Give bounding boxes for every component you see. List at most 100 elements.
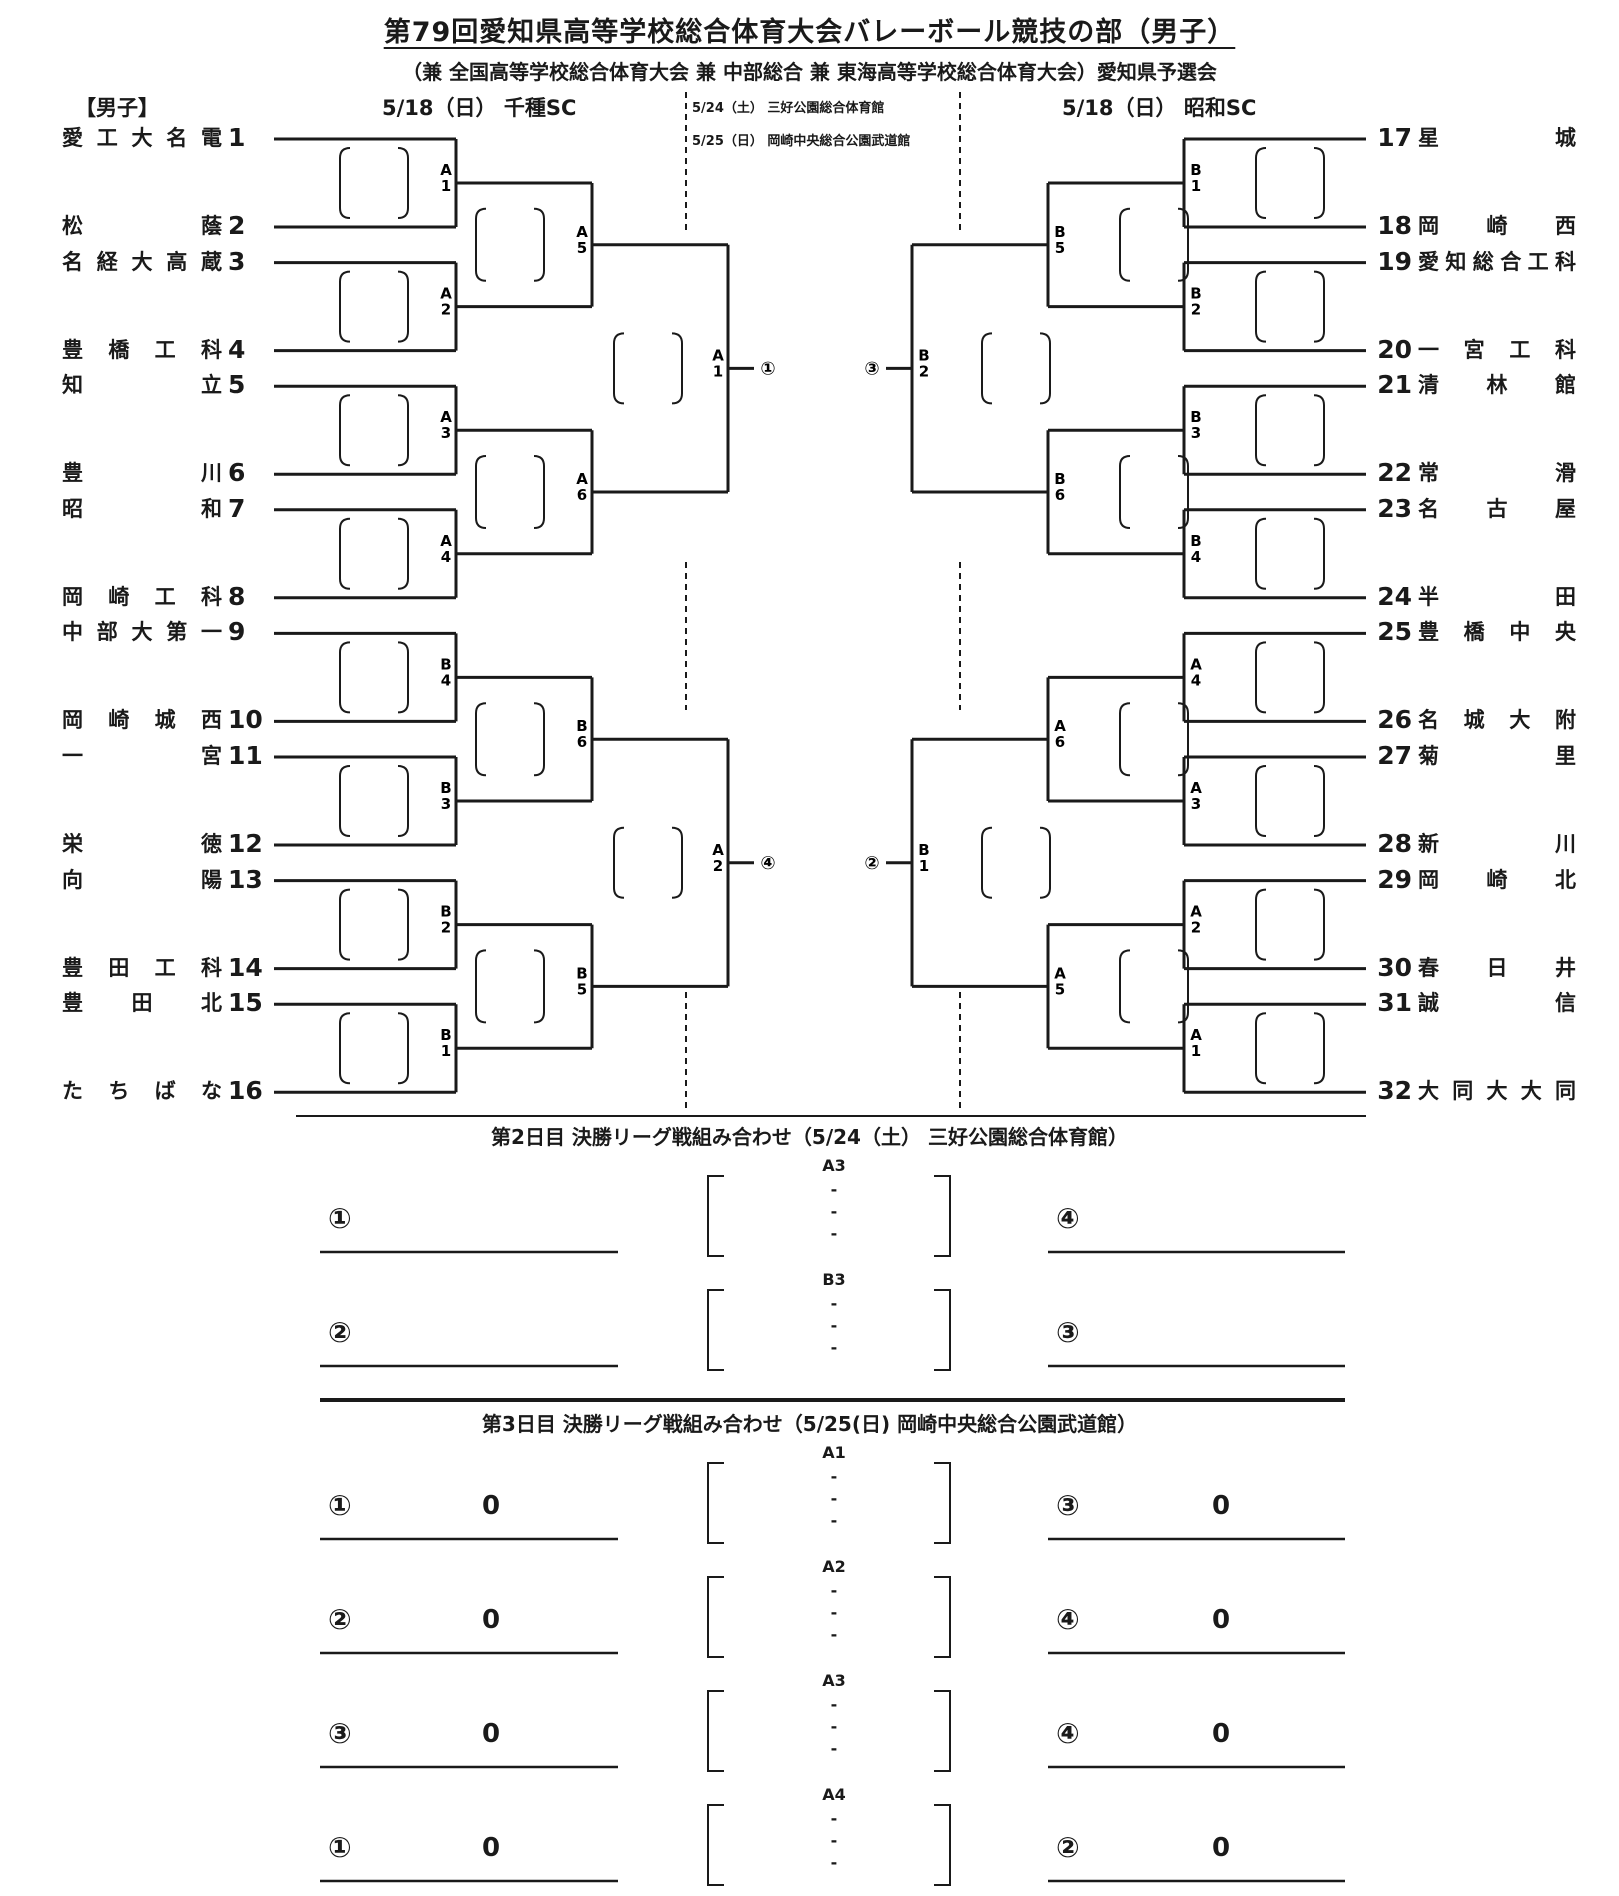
team-number: 11 (228, 741, 263, 770)
day3-match-left-score: 0 (482, 1491, 501, 1521)
team-name-right: 半田 (1418, 584, 1576, 609)
score-bracket-open (339, 270, 351, 343)
team-name-left: 豊田北 (62, 991, 222, 1016)
score-bracket-close (1177, 949, 1189, 1024)
score-bracket-open (339, 394, 351, 467)
team-name-right: 常滑 (1418, 461, 1576, 486)
score-bracket-close (1313, 147, 1325, 219)
day2-title: 第2日目 決勝リーグ戦組み合わせ（5/24（土） 三好公園総合体育館） (491, 1125, 1128, 1149)
team-name-left: 松蔭 (62, 214, 222, 238)
team-name-left: 豊川 (62, 461, 222, 486)
team-name-left: 昭和 (62, 496, 222, 521)
day3-match-set-dash: - (830, 1603, 838, 1622)
score-bracket-close (1039, 332, 1051, 405)
score-bracket-open (1255, 270, 1267, 343)
score-bracket-open (613, 332, 625, 405)
score-bracket-close (1313, 765, 1325, 837)
day3-match-right-score: 0 (1212, 1605, 1231, 1635)
day3-match-score-bracket-open (707, 1804, 724, 1886)
score-bracket-close (1313, 517, 1325, 590)
team-number: 12 (228, 829, 263, 858)
team-name-right: 大同大大同 (1418, 1079, 1576, 1104)
team-name-right: 春日井 (1418, 955, 1576, 980)
team-number: 10 (228, 705, 263, 735)
team-number: 14 (228, 952, 263, 982)
score-bracket-open (475, 949, 487, 1024)
score-bracket-open (1255, 765, 1267, 837)
team-number: 26 (1377, 705, 1412, 735)
team-number: 18 (1377, 211, 1412, 240)
team-name-left: 豊田工科 (62, 955, 222, 980)
day3-match-set-dash: - (830, 1695, 838, 1714)
winner-mark: ③ (864, 358, 879, 379)
team-number: 24 (1377, 581, 1412, 611)
team-name-right: 岡崎西 (1418, 214, 1576, 238)
score-bracket-close (397, 147, 409, 219)
day3-match-right-score: 0 (1212, 1719, 1231, 1749)
score-bracket-close (1313, 270, 1325, 343)
team-name-left: 岡崎工科 (62, 584, 222, 609)
day3-match-left-seed: ① (328, 1489, 352, 1522)
score-bracket-close (397, 641, 409, 714)
score-bracket-open (1255, 1012, 1267, 1085)
score-bracket-open (475, 455, 487, 529)
team-number: 32 (1377, 1076, 1412, 1106)
day3-match-score-bracket-close (934, 1462, 951, 1544)
page-subtitle: （兼 全国高等学校総合体育大会 兼 中部総合 兼 東海高等学校総合体育大会）愛知… (402, 60, 1217, 84)
day3-match-score-bracket-close (934, 1690, 951, 1772)
team-name-right: 一宮工科 (1418, 337, 1576, 362)
team-number: 31 (1377, 988, 1412, 1018)
day3-match-left-score: 0 (482, 1833, 501, 1863)
day3-match-right-seed: ④ (1056, 1717, 1080, 1750)
score-bracket-open (339, 1012, 351, 1085)
team-name-right: 誠信 (1418, 991, 1576, 1016)
score-bracket-close (1039, 826, 1051, 899)
score-bracket-open (613, 826, 625, 899)
day3-match-set-dash: - (830, 1717, 838, 1736)
score-bracket-close (1313, 1012, 1325, 1085)
category-label: 【男子】 (75, 96, 159, 120)
day2-match-score-bracket-open (707, 1289, 724, 1371)
team-name-right: 清林館 (1418, 373, 1576, 398)
day2-match-right-seed: ④ (1056, 1202, 1080, 1235)
score-bracket-close (1313, 641, 1325, 714)
score-bracket-open (475, 702, 487, 777)
day2-match-court-label: A3 (822, 1156, 846, 1175)
score-bracket-open (1255, 147, 1267, 219)
score-bracket-open (1255, 394, 1267, 467)
day2-match-score-bracket-open (707, 1175, 724, 1257)
team-number: 20 (1377, 334, 1412, 364)
day2-match-score-bracket-close (934, 1289, 951, 1371)
day3-match-right-score: 0 (1212, 1833, 1231, 1863)
day3-match-score-bracket-open (707, 1462, 724, 1544)
team-name-left: 岡崎城西 (62, 708, 222, 733)
team-number: 8 (228, 581, 246, 611)
score-bracket-open (981, 826, 993, 899)
score-bracket-open (1255, 641, 1267, 714)
team-number: 6 (228, 458, 246, 488)
team-name-left: 中部大第一 (62, 620, 222, 645)
team-name-right: 名城大附 (1418, 708, 1576, 733)
team-name-left: 愛工大名電 (62, 126, 222, 150)
day2-match-court-label: B3 (822, 1270, 846, 1289)
right-venue: 5/18（日） 昭和SC (1062, 96, 1257, 120)
score-bracket-close (397, 270, 409, 343)
score-bracket-close (397, 765, 409, 837)
score-bracket-open (339, 147, 351, 219)
day2-match-set-dash: - (830, 1180, 838, 1199)
day3-match-score-bracket-open (707, 1576, 724, 1658)
score-bracket-open (339, 765, 351, 837)
day3-match-set-dash: - (830, 1831, 838, 1850)
score-bracket-close (397, 394, 409, 467)
score-bracket-close (1177, 702, 1189, 777)
